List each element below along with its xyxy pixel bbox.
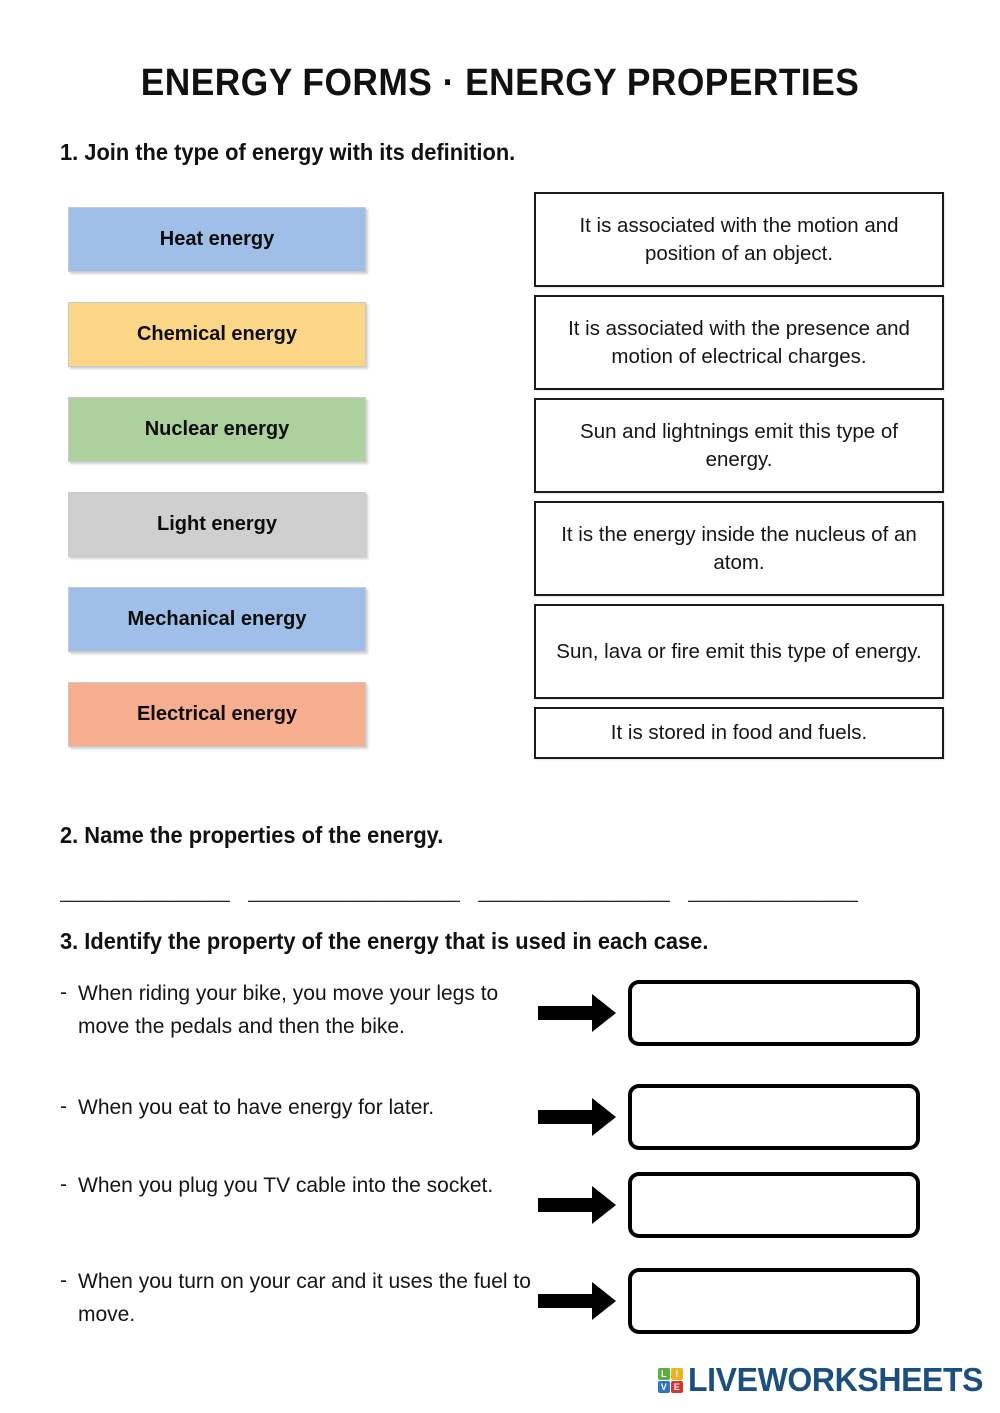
answer-blank[interactable]: __________________	[478, 881, 670, 903]
energy-term-electrical[interactable]: Electrical energy	[68, 682, 366, 747]
case-text: When you eat to have energy for later.	[78, 1096, 435, 1119]
answer-blank[interactable]: ________________	[687, 881, 858, 903]
energy-term-label: Nuclear energy	[144, 418, 290, 440]
logo-tile-l: L	[657, 1367, 670, 1380]
definition-text: It is associated with the motion and pos…	[579, 214, 899, 265]
liveworksheets-tiles-icon: L I V E	[657, 1367, 683, 1393]
energy-term-label: Mechanical energy	[127, 608, 307, 630]
case-text: When riding your bike, you move your leg…	[78, 982, 499, 1038]
arrow-right-icon	[538, 1160, 628, 1256]
logo-tile-v: V	[657, 1380, 670, 1393]
energy-term-mechanical[interactable]: Mechanical energy	[68, 587, 366, 652]
arrow-right-icon	[538, 968, 628, 1064]
energy-term-label: Light energy	[156, 513, 277, 535]
case-bullet: -	[60, 1173, 67, 1196]
definition-text: It is stored in food and fuels.	[610, 721, 868, 745]
energy-term-label: Heat energy	[159, 228, 275, 250]
definition-box[interactable]: It is associated with the motion and pos…	[534, 192, 944, 287]
energy-term-nuclear[interactable]: Nuclear energy	[68, 397, 366, 462]
case-answer-box[interactable]	[628, 980, 920, 1046]
energy-term-chemical[interactable]: Chemical energy	[68, 302, 366, 367]
energy-term-heat[interactable]: Heat energy	[68, 207, 366, 272]
definition-box[interactable]: Sun, lava or fire emit this type of ener…	[534, 604, 944, 699]
definition-box[interactable]: It is the energy inside the nucleus of a…	[534, 501, 944, 596]
case-row: - When riding your bike, you move your l…	[60, 968, 940, 1064]
energy-term-label: Chemical energy	[136, 323, 298, 345]
definition-text: Sun, lava or fire emit this type of ener…	[556, 639, 922, 663]
exercise-2-blanks: ________________ ____________________ __…	[60, 881, 940, 904]
case-row: - When you turn on your car and it uses …	[60, 1256, 940, 1352]
case-text: When you turn on your car and it uses th…	[78, 1270, 531, 1326]
exercise-3-heading: 3. Identify the property of the energy t…	[60, 928, 709, 954]
energy-definitions-column: It is associated with the motion and pos…	[534, 192, 944, 767]
liveworksheets-logo[interactable]: L I V E LIVEWORKSHEETS	[657, 1361, 992, 1399]
answer-blank[interactable]: ____________________	[247, 881, 461, 903]
logo-tile-e: E	[670, 1380, 683, 1393]
arrow-right-icon	[538, 1256, 628, 1352]
case-answer-box[interactable]	[628, 1172, 920, 1238]
arrow-right-icon	[538, 1064, 628, 1160]
case-answer-box[interactable]	[628, 1084, 920, 1150]
definition-box[interactable]: Sun and lightnings emit this type of ene…	[534, 398, 944, 493]
case-bullet: -	[60, 1269, 67, 1292]
case-text: When you plug you TV cable into the sock…	[78, 1174, 494, 1197]
exercise-1-heading: 1. Join the type of energy with its defi…	[60, 139, 516, 165]
case-row: - When you plug you TV cable into the so…	[60, 1160, 940, 1256]
energy-terms-column: Heat energy Chemical energy Nuclear ener…	[68, 207, 366, 747]
definition-text: It is the energy inside the nucleus of a…	[561, 523, 917, 574]
exercise-2-heading: 2. Name the properties of the energy.	[60, 822, 444, 848]
definition-box[interactable]: It is stored in food and fuels.	[534, 707, 944, 759]
energy-term-light[interactable]: Light energy	[68, 492, 366, 557]
case-bullet: -	[60, 1095, 67, 1118]
exercise-3-cases: - When riding your bike, you move your l…	[60, 968, 940, 1352]
case-answer-box[interactable]	[628, 1268, 920, 1334]
case-row: - When you eat to have energy for later.	[60, 1064, 940, 1160]
definition-box[interactable]: It is associated with the presence and m…	[534, 295, 944, 390]
definition-text: It is associated with the presence and m…	[568, 317, 910, 368]
page-title: ENERGY FORMS · ENERGY PROPERTIES	[140, 62, 860, 104]
definition-text: Sun and lightnings emit this type of ene…	[580, 420, 898, 471]
answer-blank[interactable]: ________________	[60, 881, 230, 903]
liveworksheets-wordmark: LIVEWORKSHEETS	[687, 1361, 984, 1398]
logo-tile-i: I	[670, 1367, 683, 1380]
case-bullet: -	[60, 981, 67, 1004]
energy-term-label: Electrical energy	[136, 703, 298, 725]
